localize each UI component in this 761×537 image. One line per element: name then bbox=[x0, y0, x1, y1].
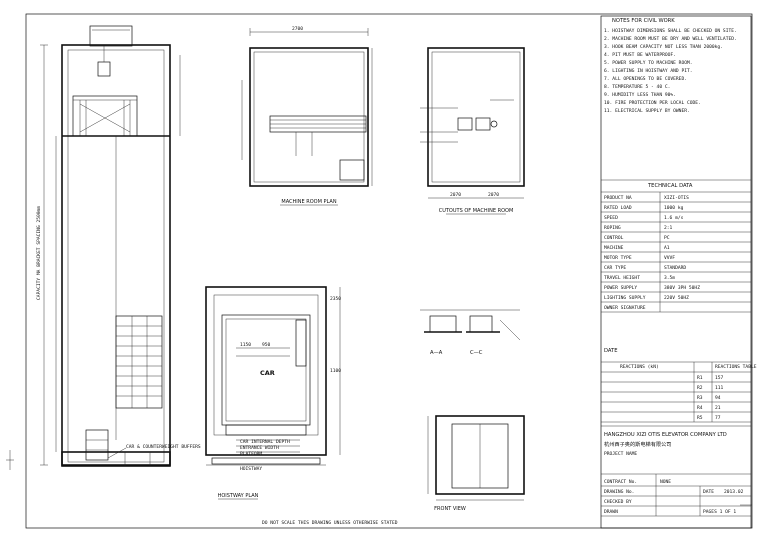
section-a-label: A—A bbox=[430, 350, 443, 356]
td-value-10: 220V 50HZ bbox=[664, 295, 689, 301]
right-panel: NOTES FOR CIVIL WORK 1. HOISTWAY DIMENSI… bbox=[600, 15, 757, 529]
td-value-1: 1000 kg bbox=[664, 205, 684, 211]
date-label: DATE bbox=[703, 489, 714, 495]
company-name: HANGZHOU XIZI OTIS ELEVATOR COMPANY LTD bbox=[604, 432, 727, 438]
drawing-no-label: DRAWING No. bbox=[604, 489, 634, 495]
td-label-5: MACHINE bbox=[604, 245, 624, 251]
hoistway-section: CAPACITY MA BRACKET SPACING 2500mm CAR &… bbox=[36, 25, 201, 467]
front-view-title: FRONT VIEW bbox=[434, 506, 466, 512]
hp-label-3: HOISTWAY bbox=[240, 466, 262, 472]
company-name-cn: 杭州西子奥的斯电梯有限公司 bbox=[604, 440, 671, 448]
note-10: 11. ELECTRICAL SUPPLY BY OWNER. bbox=[604, 108, 690, 114]
rt-header-2: REACTIONS TABLE bbox=[715, 364, 757, 370]
rt-val-1: 111 bbox=[715, 385, 724, 391]
note-5: 6. LIGHTING IN HOISTWAY AND PIT. bbox=[604, 68, 693, 74]
checked-label: CHECKED BY bbox=[604, 499, 632, 505]
rt-key-3: R4 bbox=[697, 405, 703, 411]
td-label-3: ROPING bbox=[604, 225, 621, 231]
front-view: FRONT VIEW bbox=[427, 415, 525, 512]
td-label-1: RATED LOAD bbox=[604, 205, 632, 211]
td-label-6: MOTOR TYPE bbox=[604, 255, 632, 261]
note-0: 1. HOISTWAY DIMENSIONS SHALL BE CHECKED … bbox=[604, 28, 737, 34]
project-label: PROJECT NAME bbox=[604, 451, 637, 457]
pages-label: PAGES 1 OF 1 bbox=[703, 509, 736, 515]
machine-room-plan-title: MACHINE ROOM PLAN bbox=[281, 199, 336, 205]
notes-title: NOTES FOR CIVIL WORK bbox=[612, 18, 675, 24]
td-value-5: A1 bbox=[664, 245, 670, 251]
td-label-8: TRAVEL HEIGHT bbox=[604, 275, 640, 281]
car-label: CAR bbox=[260, 369, 275, 377]
hp-label-0: CAR INTERNAL DEPTH bbox=[240, 439, 290, 445]
drawn-label: DRAWN bbox=[604, 509, 618, 515]
td-label-11: OWNER SIGNATURE bbox=[604, 305, 646, 311]
hp-dim-d: 1100 bbox=[330, 368, 341, 374]
date-value: 2013.02 bbox=[724, 489, 744, 495]
tech-data-table: PRODUCT NA XIZI-OTIS RATED LOAD 1000 kg … bbox=[601, 191, 751, 313]
note-2: 3. HOOK BEAM CAPACITY NOT LESS THAN 2000… bbox=[604, 44, 723, 50]
scale-value: NONE bbox=[660, 479, 671, 485]
machine-room-plan: 2700 MACHINE ROOM PLAN bbox=[241, 26, 373, 206]
td-label-0: PRODUCT NA bbox=[604, 195, 632, 201]
title-block: CONTRACT No. NONE DRAWING No. DATE 2013.… bbox=[601, 474, 751, 517]
td-value-4: PC bbox=[664, 235, 670, 241]
section-c-label: C—C bbox=[470, 350, 483, 356]
hp-dim-b: 950 bbox=[262, 342, 271, 348]
contract-label: CONTRACT No. bbox=[604, 479, 637, 485]
td-value-8: 3.5m bbox=[664, 275, 675, 281]
rt-val-4: 77 bbox=[715, 415, 721, 421]
car-floor-grid bbox=[116, 316, 162, 408]
mr-dim-width: 2700 bbox=[292, 26, 303, 32]
note-9: 10. FIRE PROTECTION PER LOCAL CODE. bbox=[604, 100, 701, 106]
cutouts-dim-a: 2070 bbox=[450, 192, 461, 198]
note-1: 2. MACHINE ROOM MUST BE DRY AND WELL VEN… bbox=[604, 36, 737, 42]
td-label-7: CAR TYPE bbox=[604, 265, 626, 271]
note-8: 9. HUMIDITY LESS THAN 90%. bbox=[604, 92, 676, 98]
reaction-table: REACTIONS (kN) REACTIONS TABLE R1 157 R2… bbox=[601, 361, 757, 423]
hp-dim-c: 2350 bbox=[330, 296, 341, 302]
td-label-2: SPEED bbox=[604, 215, 618, 221]
note-3: 4. PIT MUST BE WATERPROOF. bbox=[604, 52, 676, 58]
hoistway-plan-title: HOISTWAY PLAN bbox=[218, 493, 259, 499]
rt-key-4: R5 bbox=[697, 415, 703, 421]
footer-note: DO NOT SCALE THIS DRAWING UNLESS OTHERWI… bbox=[262, 520, 398, 526]
rt-header-0: REACTIONS (kN) bbox=[620, 364, 659, 370]
td-label-4: CONTROL bbox=[604, 235, 624, 241]
cutouts-title: CUTOUTS OF MACHINE ROOM bbox=[439, 208, 514, 214]
rt-key-1: R2 bbox=[697, 385, 703, 391]
td-value-3: 2:1 bbox=[664, 225, 673, 231]
hp-label-2: PLATFORM bbox=[240, 451, 262, 457]
td-label-10: LIGHTING SUPPLY bbox=[604, 295, 646, 301]
pit-label: CAR & COUNTERWEIGHT BUFFERS bbox=[126, 444, 201, 450]
td-value-2: 1.6 m/s bbox=[664, 215, 684, 221]
tech-data-title: TECHNICAL DATA bbox=[647, 183, 693, 189]
note-4: 5. POWER SUPPLY TO MACHINE ROOM. bbox=[604, 60, 693, 66]
rt-key-0: R1 bbox=[697, 375, 703, 381]
cutouts-dim-b: 2070 bbox=[488, 192, 499, 198]
reaction-title: DATE bbox=[604, 348, 618, 354]
cutouts-of-machine-room: 2070 2070 CUTOUTS OF MACHINE ROOM bbox=[420, 47, 525, 215]
td-value-6: VVVF bbox=[664, 255, 675, 261]
note-7: 8. TEMPERATURE 5 - 40 C. bbox=[604, 84, 670, 90]
hp-dim-a: 1150 bbox=[240, 342, 251, 348]
hoistway-plan: CAR 1150 950 CAR INTERNAL DEPTH ENTRANCE… bbox=[205, 286, 341, 500]
rt-val-0: 157 bbox=[715, 375, 724, 381]
rt-key-2: R3 bbox=[697, 395, 703, 401]
td-label-9: POWER SUPPLY bbox=[604, 285, 637, 291]
rt-val-3: 21 bbox=[715, 405, 721, 411]
note-6: 7. ALL OPENINGS TO BE COVERED. bbox=[604, 76, 687, 82]
td-value-9: 380V 3PH 50HZ bbox=[664, 285, 700, 291]
rt-val-2: 94 bbox=[715, 395, 721, 401]
hoistway-vertical-label: CAPACITY MA BRACKET SPACING 2500mm bbox=[36, 206, 42, 300]
hp-label-1: ENTRANCE WIDTH bbox=[240, 445, 279, 451]
td-value-7: STANDARD bbox=[664, 265, 686, 271]
td-value-0: XIZI-OTIS bbox=[664, 195, 689, 201]
drawing-border bbox=[25, 13, 753, 529]
section-a-a: A—A C—C bbox=[420, 309, 521, 356]
